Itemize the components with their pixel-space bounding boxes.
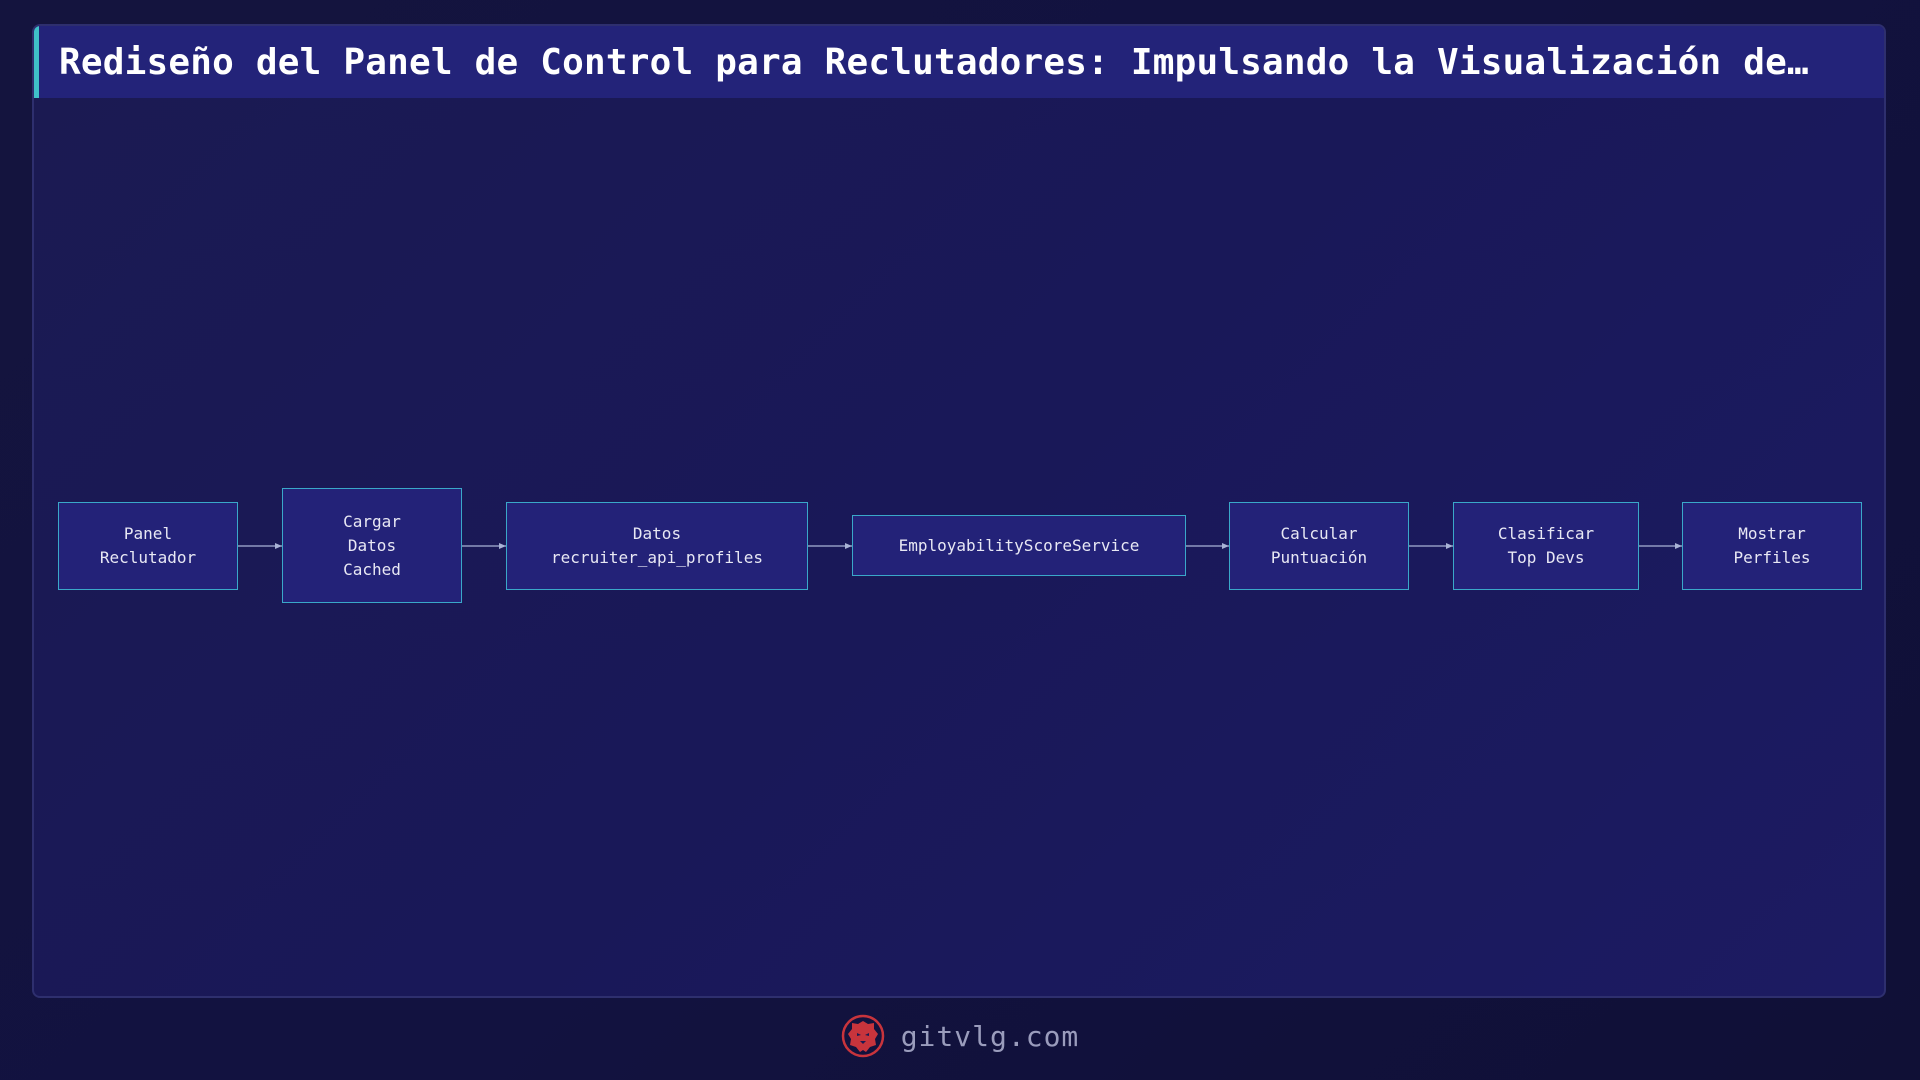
footer: gitvlg.com	[0, 1010, 1920, 1062]
footer-site-link[interactable]: gitvlg.com	[900, 1019, 1080, 1053]
node-calcular-puntuacion: Calcular Puntuación	[1229, 502, 1409, 590]
node-panel-reclutador: Panel Reclutador	[58, 502, 238, 590]
lion-head-icon	[841, 1014, 884, 1058]
node-mostrar-perfiles: Mostrar Perfiles	[1682, 502, 1862, 590]
title-bar: Rediseño del Panel de Control para Reclu…	[34, 26, 1884, 98]
node-cargar-datos-cached: Cargar Datos Cached	[282, 488, 462, 603]
node-clasificar-top-devs: Clasificar Top Devs	[1453, 502, 1639, 590]
node-datos-recruiter-api-profiles: Datos recruiter_api_profiles	[506, 502, 808, 590]
node-employability-score-service: EmployabilityScoreService	[852, 515, 1186, 576]
